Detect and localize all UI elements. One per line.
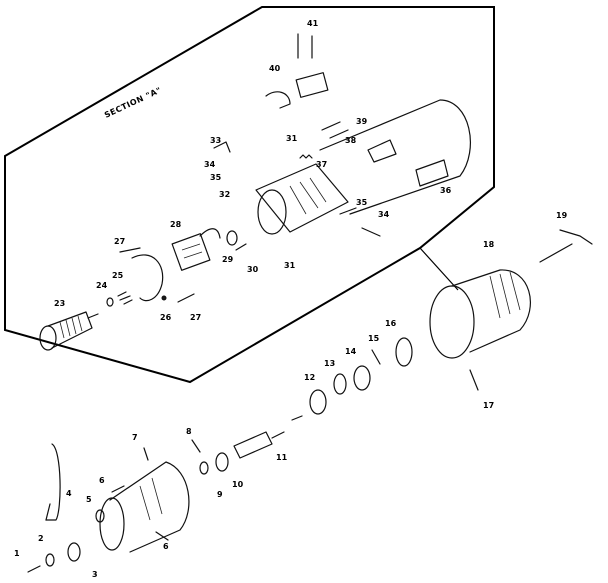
part-39-cord-clamp (321, 121, 349, 139)
part-29-ring (226, 230, 238, 246)
callout-23: 23 (54, 299, 65, 308)
callout-2: 2 (38, 534, 44, 543)
part-9-washer (199, 461, 209, 475)
part-14-bearing (353, 365, 371, 391)
callout-34b: 34 (378, 210, 390, 219)
callout-32: 32 (219, 190, 230, 199)
callout-26: 26 (160, 313, 172, 322)
part-5-bushing (95, 509, 105, 523)
part-2-nut (45, 553, 55, 567)
callout-10: 10 (232, 480, 244, 489)
callout-31a: 31 (286, 134, 298, 143)
callout-30: 30 (247, 265, 259, 274)
section-a-outline (4, 6, 495, 384)
part-11-shaft (233, 415, 303, 459)
callout-5: 5 (86, 495, 92, 504)
part-18-motor-housing (429, 269, 531, 359)
callout-12: 12 (304, 373, 315, 382)
part-24-washer (106, 297, 114, 307)
callout-17: 17 (483, 401, 494, 410)
callout-37: 37 (316, 160, 327, 169)
part-27-brush-holder (119, 247, 167, 302)
callout-3: 3 (92, 570, 98, 579)
part-35-screw (339, 207, 357, 215)
callout-1: 1 (14, 549, 20, 558)
callout-35b: 35 (356, 198, 368, 207)
part-25-bearing (117, 291, 133, 305)
part-10-bearing (215, 452, 229, 472)
callout-36: 36 (440, 186, 452, 195)
callout-labels: 1 2 3 4 5 6 6 7 8 9 10 11 12 13 14 15 16… (14, 19, 568, 579)
callout-11: 11 (276, 453, 288, 462)
callout-28: 28 (170, 220, 182, 229)
callout-34a: 34 (204, 160, 216, 169)
callout-33: 33 (210, 136, 221, 145)
callout-14: 14 (345, 347, 357, 356)
part-12-gear (309, 389, 327, 415)
callout-40: 40 (269, 64, 281, 73)
part-37-spring (299, 154, 313, 159)
part-16-ring (395, 337, 413, 367)
part-30-screw (235, 243, 247, 251)
part-38-switch (367, 139, 397, 163)
callout-25: 25 (112, 271, 124, 280)
part-32-motor-housing (255, 163, 349, 235)
part-28-brush-assembly (171, 228, 221, 271)
callout-6b: 6 (163, 542, 169, 551)
callout-7: 7 (132, 433, 138, 442)
part-17-screw (469, 369, 479, 391)
callout-9: 9 (217, 490, 223, 499)
part-26-screw (177, 293, 195, 303)
part-7-gear-case (99, 447, 190, 553)
part-40-cover (265, 91, 291, 109)
part-6-screws (111, 485, 169, 541)
part-23-armature (39, 311, 99, 351)
callout-29: 29 (222, 255, 234, 264)
callout-18: 18 (483, 240, 495, 249)
callout-27b: 27 (190, 313, 201, 322)
callout-24: 24 (96, 281, 108, 290)
callout-8: 8 (186, 427, 192, 436)
callout-27a: 27 (114, 237, 125, 246)
part-15-washer (371, 349, 381, 365)
part-4-bracket (45, 443, 61, 521)
callout-4: 4 (66, 489, 72, 498)
callout-38: 38 (345, 136, 357, 145)
part-34-screw (361, 227, 381, 237)
part-8-screw (191, 439, 201, 453)
callout-39: 39 (356, 117, 368, 126)
callout-19: 19 (556, 211, 568, 220)
part-41-switch-cover (295, 33, 329, 98)
part-13-gear (333, 373, 347, 395)
callout-35a: 35 (210, 173, 222, 182)
callout-6a: 6 (99, 476, 105, 485)
callout-16: 16 (385, 319, 397, 328)
callout-41: 41 (307, 19, 319, 28)
part-3-collar (67, 542, 81, 562)
callout-15: 15 (368, 334, 380, 343)
callout-13: 13 (324, 359, 335, 368)
part-19-cord (539, 229, 593, 263)
section-a-title: SECTION "A" (103, 86, 163, 120)
part-1-screw (27, 565, 41, 573)
part-33-bracket (213, 141, 231, 153)
callout-31b: 31 (284, 261, 296, 270)
part-36-handle (319, 99, 471, 215)
section-a-leader-line (419, 247, 459, 291)
